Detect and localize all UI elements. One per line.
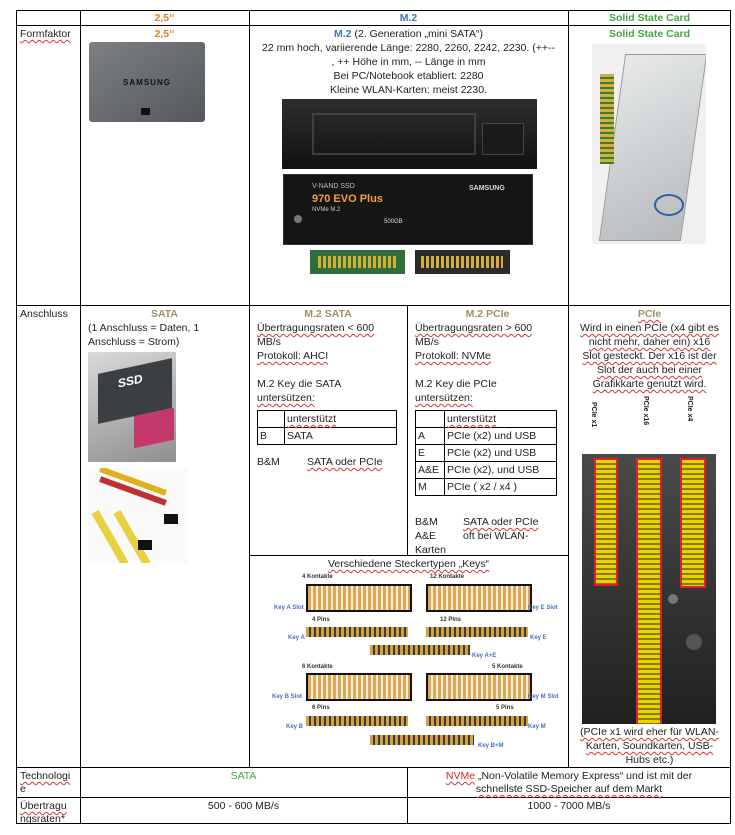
rate-nvme: 1000 - 7000 MB/s (527, 800, 611, 812)
m2pcie-after3: Karten (415, 544, 446, 556)
m2pcie-after2-val: oft bei WLAN- (463, 530, 529, 542)
table-row: unterstützt (257, 410, 397, 428)
m2pcie-after1-key: B&M (415, 516, 438, 528)
m2sata-l1: Übertragungsraten < 600 (257, 322, 375, 334)
sata-cable-photo (88, 468, 188, 563)
row-label-formfaktor: Formfaktor (20, 28, 71, 40)
keys-title: Verschiedene Steckertypen „Keys“ (327, 558, 490, 570)
tech-nvme-1: NVMe „Non-Volatile Memory Express“ und i… (445, 770, 693, 782)
keys-diagram: 4 Kontakte 12 Kontakte Key A Slot Key E … (272, 574, 559, 749)
m2sata-after-val: SATA oder PCIe (307, 456, 383, 468)
ssc-card-photo (592, 44, 706, 244)
c4-title: Solid State Card (608, 28, 691, 40)
row-label-rate-1: Übertragu (20, 800, 67, 812)
ssd-25-image: SAMSUNG (89, 42, 205, 122)
m2-desc-4: Kleine WLAN-Karten: meist 2230. (330, 84, 487, 96)
sata-line-2: Anschluss = Strom) (88, 336, 180, 348)
table-frame (16, 10, 731, 824)
row-label-rate-2: ngsraten* (20, 813, 65, 825)
m2-edge-right (415, 250, 510, 274)
m2sata-l3: Protokoll: AHCI (257, 350, 329, 362)
c2-title: 2,5‘‘ (154, 28, 175, 40)
pcie-title: PCIe (637, 308, 662, 320)
m2-edge-left (310, 250, 405, 274)
m2pcie-title: M.2 PCIe (465, 308, 510, 320)
pcie-b2: Karten, Soundkarten, USB- (585, 740, 714, 752)
m2sata-l6: untersützen: (257, 392, 315, 404)
m2pcie-l2: MB/s (415, 336, 439, 348)
sata-title: SATA (150, 308, 179, 320)
sata-line-1: (1 Anschluss = Daten, 1 (88, 322, 200, 334)
header-25: 2,5‘‘ (154, 12, 175, 24)
m2-desc-1: 22 mm hoch, variierende Länge: 2280, 226… (261, 42, 556, 54)
pcie-slots-photo: PCIe x1 PCIe x16 PCIe x4 (582, 394, 716, 724)
m2pcie-l3: Protokoll: NVMe (415, 350, 491, 362)
tech-nvme-2: schnellste SSD-Speicher auf dem Markt (475, 783, 663, 795)
pcie-l2: nicht mehr, daher ein) x16 (588, 336, 711, 348)
m2pcie-after1-val: SATA oder PCIe (463, 516, 539, 528)
pcie-l4: Slot der auch bei einer (596, 364, 703, 376)
pcie-l3: Slot gesteckt. Der x16 ist der (582, 350, 717, 362)
m2pcie-after2-key: A&E (415, 530, 437, 542)
m2-desc-2: , ++ Höhe in mm, -- Länge in mm (331, 56, 486, 68)
table-row: unterstützt (415, 410, 557, 428)
m2sata-after-key: B&M (257, 456, 280, 468)
row-label-anschluss: Anschluss (20, 308, 68, 320)
m2pcie-l1: Übertragungsraten > 600 (415, 322, 533, 334)
m2-slot-photo (282, 99, 537, 169)
row-label-tech-1: Technologi (20, 770, 71, 782)
m2pcie-l5: M.2 Key die PCIe (415, 378, 497, 390)
pcie-b1: (PCIe x1 wird eher für WLAN- (580, 726, 719, 738)
m2sata-l2: MB/s (257, 336, 281, 348)
sata-ssd-photo: SSD (88, 352, 176, 462)
pcie-b3: Hubs etc.) (625, 754, 674, 766)
header-m2: M.2 (399, 12, 418, 24)
header-ssc: Solid State Card (608, 12, 691, 24)
m2pcie-l6: untersützen: (415, 392, 473, 404)
tech-sata: SATA (230, 770, 257, 782)
m2sata-l5: M.2 Key die SATA (257, 378, 342, 390)
pcie-l5: Grafikkarte genutzt wird. (592, 378, 707, 390)
rate-sata: 500 - 600 MB/s (207, 800, 280, 812)
m2-desc-3: Bei PC/Notebook etabliert: 2280 (333, 70, 484, 82)
m2-module-photo: V-NAND SSD 970 EVO Plus NVMe M.2 SAMSUNG… (283, 174, 533, 245)
pcie-l1: Wird in einen PCIe (x4 gibt es (580, 322, 719, 334)
c3-title: M.2 (2. Generation „mini SATA“) (334, 28, 483, 40)
ssd-brand: SAMSUNG (123, 78, 171, 87)
m2sata-title: M.2 SATA (304, 308, 352, 320)
row-label-tech-2: e (20, 783, 26, 795)
